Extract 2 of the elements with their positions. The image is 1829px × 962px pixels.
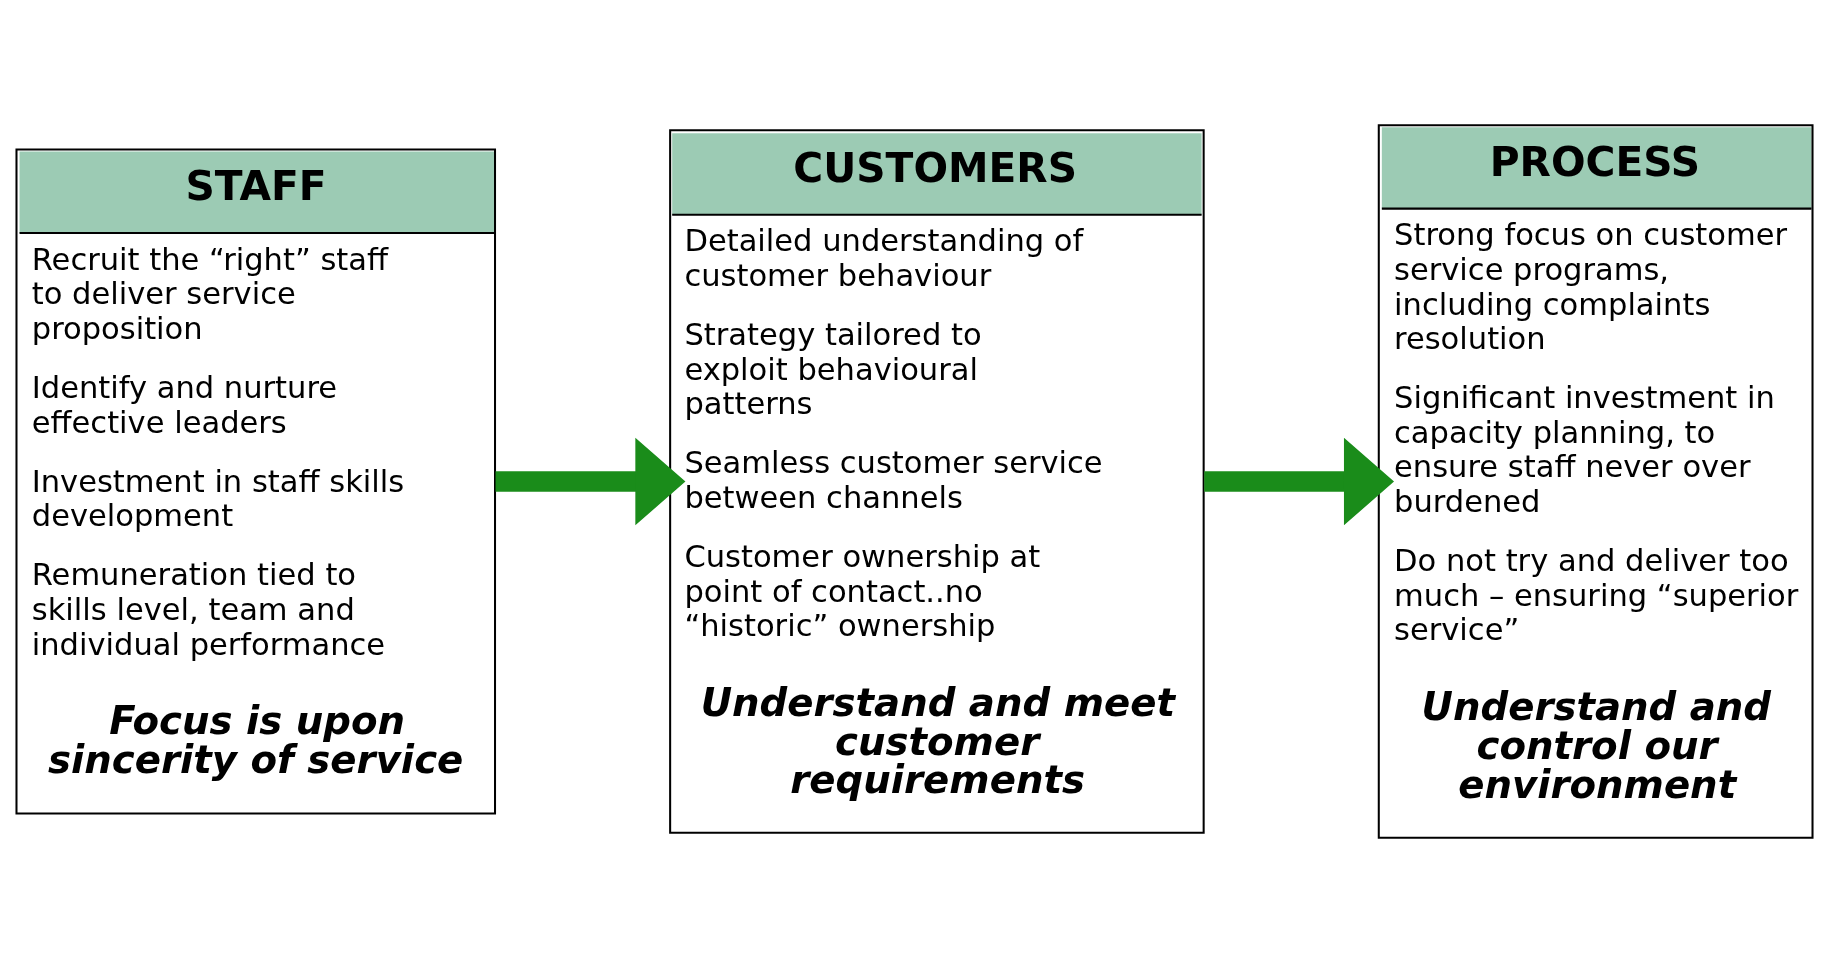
arrow	[1204, 437, 1395, 525]
arrow	[495, 437, 686, 525]
